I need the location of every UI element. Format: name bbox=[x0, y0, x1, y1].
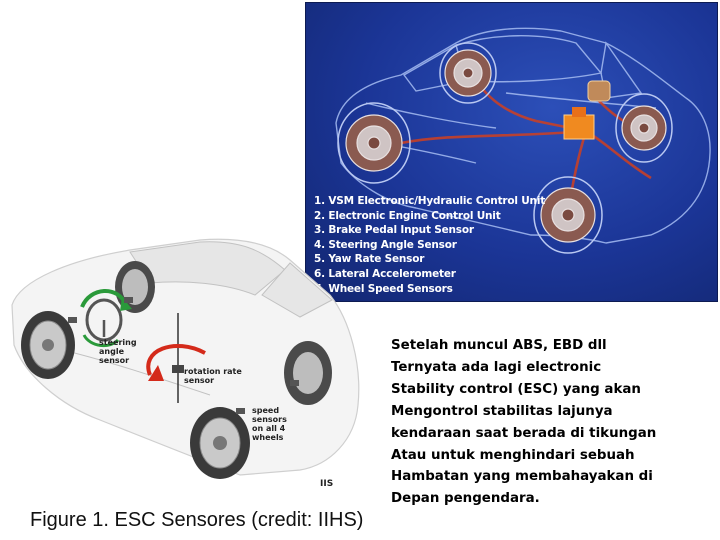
legend-item: 2. Electronic Engine Control Unit bbox=[314, 209, 501, 222]
legend-item: 5. Yaw Rate Sensor bbox=[314, 253, 425, 266]
transparent-car-illustration bbox=[335, 27, 711, 254]
esc-description: Setelah muncul ABS, EBD dll Ternyata ada… bbox=[391, 335, 711, 510]
rotation-rate-sensor-label: rotation rate sensor bbox=[184, 367, 242, 385]
description-line: Ternyata ada lagi electronic bbox=[391, 359, 602, 375]
legend-item: 4. Steering Angle Sensor bbox=[314, 238, 457, 251]
legend-item: 1. VSM Electronic/Hydraulic Control Unit bbox=[314, 195, 546, 207]
speed-sensors-label: speed sensors on all 4 wheels bbox=[252, 406, 287, 442]
description-line: kendaraan saat berada di tikungan bbox=[391, 425, 657, 441]
description-line: Atau untuk menghindari sebuah bbox=[391, 447, 635, 463]
esc-sensor-car-illustration bbox=[11, 238, 360, 479]
figure-caption: Figure 1. ESC Sensores (credit: IIHS) bbox=[30, 509, 364, 531]
steering-angle-sensor-label: steering angle sensor bbox=[99, 338, 137, 365]
legend-item: 6. Lateral Accelerometer bbox=[314, 267, 456, 280]
esc-components-panel: 1. VSM Electronic/Hydraulic Control Unit… bbox=[305, 2, 718, 302]
description-line: Setelah muncul ABS, EBD dll bbox=[391, 338, 607, 353]
legend-item: 3. Brake Pedal Input Sensor bbox=[314, 224, 474, 237]
iihs-logo: IIS bbox=[320, 479, 334, 489]
description-line: Depan pengendara. bbox=[391, 491, 540, 507]
description-line: Mengontrol stabilitas lajunya bbox=[391, 403, 613, 419]
description-line: Stability control (ESC) yang akan bbox=[391, 381, 641, 397]
component-legend: 1. VSM Electronic/Hydraulic Control Unit… bbox=[314, 194, 545, 296]
legend-item: 7. Wheel Speed Sensors bbox=[314, 282, 453, 295]
description-line: Hambatan yang membahayakan di bbox=[391, 469, 653, 485]
